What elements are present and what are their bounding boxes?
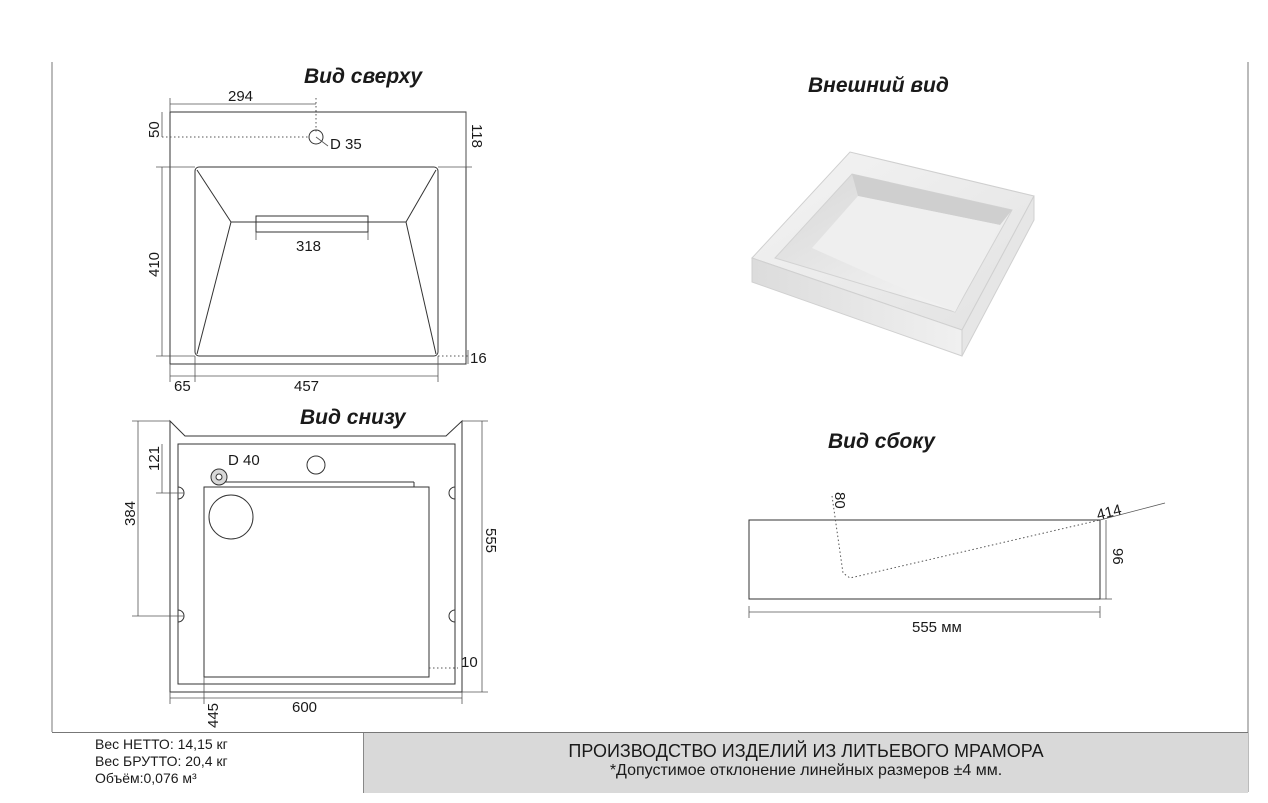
dim-384: 384 [122,501,139,526]
bottom-view: Вид снизу D 40 121 384 555 10 [122,406,499,728]
spec-net-weight: Вес НЕТТО: 14,15 кг [95,736,228,752]
side-view-outline [748,519,1101,600]
dim-65: 65 [174,378,191,395]
drain-hole [208,494,254,540]
tolerance-note: *Допустимое отклонение линейных размеров… [609,762,1003,779]
bottom-view-bowl [203,486,430,678]
top-view-title: Вид сверху [304,65,423,88]
top-view-slope-lines [196,169,437,223]
dim-410: 410 [146,252,163,277]
dim-555: 555 [482,528,499,553]
side-view-title: Вид сбоку [828,430,936,453]
dim-118: 118 [468,124,485,148]
side-view: Вид сбоку 80 414 96 555 мм [748,430,1166,636]
title-block: Вес НЕТТО: 14,15 кг Вес БРУТТО: 20,4 кг … [52,732,1248,793]
dim-414: 414 [1095,501,1123,524]
bottom-view-inner [177,443,456,685]
spec-gross-weight: Вес БРУТТО: 20,4 кг [95,753,228,769]
dim-121: 121 [146,446,163,471]
mount-point [448,486,456,500]
bottom-view-title: Вид снизу [300,406,407,429]
top-view-bowl [194,166,439,357]
side-view-bowl-profile [831,495,1101,579]
dim-96: 96 [1109,548,1126,565]
dim-555mm: 555 мм [912,619,962,636]
dim-457: 457 [294,378,319,395]
sink-3d-illustration [751,151,1035,357]
dim-10: 10 [461,654,478,671]
dim-294: 294 [228,88,253,105]
drain-hole-label: D 40 [228,452,260,469]
production-title: ПРОИЗВОДСТВО ИЗДЕЛИЙ ИЗ ЛИТЬЕВОГО МРАМОР… [568,741,1044,761]
top-view-outline [169,111,467,365]
top-view: Вид сверху 294 50 D 35 118 318 410 [146,65,487,395]
faucet-hole [308,129,324,145]
mount-point [448,609,456,623]
bottom-view-outline [169,419,463,693]
exterior-view: Внешний вид [751,74,1035,357]
dim-50: 50 [146,121,163,138]
production-panel: ПРОИЗВОДСТВО ИЗДЕЛИЙ ИЗ ЛИТЬЕВОГО МРАМОР… [364,733,1248,793]
dim-80: 80 [831,492,848,509]
dim-445: 445 [205,703,222,728]
drain-slot [255,215,369,233]
faucet-hole-bottom [306,455,326,475]
dim-318: 318 [296,238,321,255]
dim-600: 600 [292,699,317,716]
faucet-hole-label: D 35 [330,136,362,153]
specs-panel: Вес НЕТТО: 14,15 кг Вес БРУТТО: 20,4 кг … [52,733,364,793]
dim-16: 16 [470,350,487,367]
exterior-view-title: Внешний вид [808,74,949,97]
spec-volume: Объём:0,076 м³ [95,770,197,786]
